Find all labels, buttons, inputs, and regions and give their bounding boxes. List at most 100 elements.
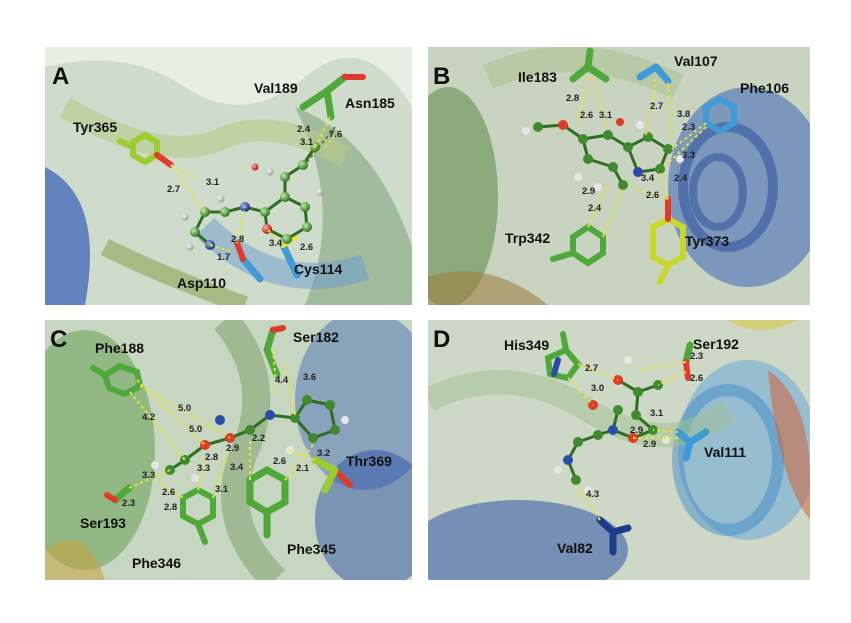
distance-label: 5.0 [189, 424, 203, 435]
distance-label: 3.4 [230, 462, 244, 473]
residue-ile183-sticks [569, 47, 610, 83]
residue-tyr365-sticks [117, 131, 174, 168]
distance-label: 2.6 [162, 487, 176, 498]
residue-val107-sticks [636, 63, 672, 85]
panel-b-structure [428, 47, 810, 305]
residue-ser192-sticks [682, 341, 694, 381]
distance-label: 2.7 [585, 363, 599, 374]
residue-tyr373-sticks [650, 196, 686, 285]
panel-d: D His349 Ser192 Val111 Val82 2.7 3.0 2.3… [428, 320, 810, 580]
residue-label: Tyr373 [685, 233, 730, 249]
distance-label: 2.8 [566, 93, 580, 104]
distance-label: 3.4 [641, 173, 655, 184]
distance-label: 2.3 [682, 122, 696, 133]
distance-label: 2.6 [273, 456, 287, 467]
residue-label: Trp342 [505, 230, 551, 246]
distance-label: 2.8 [164, 502, 178, 513]
distance-label: 4.2 [142, 412, 156, 423]
residue-label: Val189 [254, 80, 298, 96]
distance-label: 1.7 [217, 252, 231, 263]
distance-label: 3.6 [303, 372, 317, 383]
distance-label: 3.1 [599, 110, 613, 121]
residue-label: Ser182 [293, 329, 339, 345]
distance-label: 2.7 [650, 101, 664, 112]
distance-label: 3.4 [269, 238, 283, 249]
residue-label: Asp110 [177, 275, 227, 291]
residue-label: Ser193 [80, 515, 126, 531]
residue-label: Cys114 [294, 261, 343, 277]
protein-ribbon [45, 47, 412, 107]
protein-ribbon [100, 238, 248, 305]
residue-label: Ile183 [518, 69, 557, 85]
protein-ribbon [214, 320, 286, 580]
ligand-atoms [181, 142, 324, 251]
protein-ribbon [428, 370, 736, 447]
residue-label: Phe345 [287, 541, 337, 557]
distance-label: 4.3 [586, 489, 600, 500]
distance-label: 2.4 [674, 173, 688, 184]
residue-val82-sticks [596, 516, 632, 556]
panel-label: D [433, 326, 451, 353]
panel-c: C Phe188 Ser182 Thr369 Ser193 Phe346 Phe… [45, 320, 412, 580]
distance-label: 2.8 [231, 234, 245, 245]
residue-label: Asn185 [345, 95, 395, 111]
distance-label: 2.8 [205, 452, 219, 463]
protein-helix [689, 153, 747, 231]
distance-label: 2.4 [588, 203, 602, 214]
distance-label: 2.2 [252, 433, 266, 444]
distance-label: 2.6 [300, 242, 314, 253]
distance-label: 3.1 [206, 177, 220, 188]
distance-label: 3.3 [142, 470, 156, 481]
distance-label: 2.9 [630, 425, 644, 436]
residue-label: Val111 [704, 444, 747, 460]
distance-label: 2.9 [226, 443, 240, 454]
residue-label: Thr369 [346, 453, 392, 469]
distance-label: 2.6 [690, 373, 704, 384]
panel-label: A [52, 63, 70, 90]
distance-label: 3.8 [677, 109, 691, 120]
distance-label: 2.6 [646, 190, 660, 201]
residue-phe345-sticks [246, 465, 289, 539]
residue-thr369-sticks [311, 456, 353, 494]
residue-asp110-sticks [234, 240, 264, 283]
distance-label: 2.3 [690, 351, 704, 362]
ligand-atoms [522, 118, 684, 191]
hbond-dashes [577, 76, 707, 238]
protein-helix [672, 384, 784, 536]
residue-label: Ser192 [693, 336, 739, 352]
distance-label: 2.1 [296, 463, 310, 474]
residue-val189-sticks [299, 73, 366, 121]
residue-his349-sticks [544, 331, 582, 382]
protein-ribbon [45, 167, 90, 305]
protein-helix [428, 87, 498, 305]
distance-label: 2.4 [297, 124, 311, 135]
distance-label: 3.0 [591, 383, 605, 394]
distance-label: 2.9 [643, 439, 657, 450]
distance-label: 3.1 [215, 484, 229, 495]
protein-helix [315, 450, 412, 580]
residue-label: Phe346 [132, 555, 182, 571]
residue-label: Phe188 [95, 340, 145, 356]
distance-label: 3.1 [650, 408, 664, 419]
distance-label: 5.0 [178, 403, 192, 414]
ligand-atoms [151, 395, 349, 482]
hbond-dashes [128, 349, 316, 499]
panel-b: B Ile183 Val107 Phe106 Trp342 Tyr373 2.8… [428, 47, 810, 305]
distance-label: 3.3 [197, 463, 211, 474]
distance-label: 3.3 [682, 150, 696, 161]
panel-d-structure [428, 320, 810, 580]
ligand-atoms [554, 356, 670, 494]
panel-label: B [433, 63, 451, 90]
protein-helix [428, 500, 628, 580]
residue-label: Phe106 [740, 80, 790, 96]
hbond-dashes [567, 361, 687, 521]
distance-label: 3.1 [300, 137, 314, 148]
distance-label: 2.3 [122, 498, 136, 509]
residue-label: Val82 [557, 540, 593, 556]
distance-label: 2.7 [167, 184, 181, 195]
panel-c-structure [45, 320, 412, 580]
protein-helix [295, 320, 412, 490]
protein-ribbon [59, 97, 351, 167]
panel-label: C [50, 326, 68, 353]
protein-ribbon [482, 47, 684, 99]
